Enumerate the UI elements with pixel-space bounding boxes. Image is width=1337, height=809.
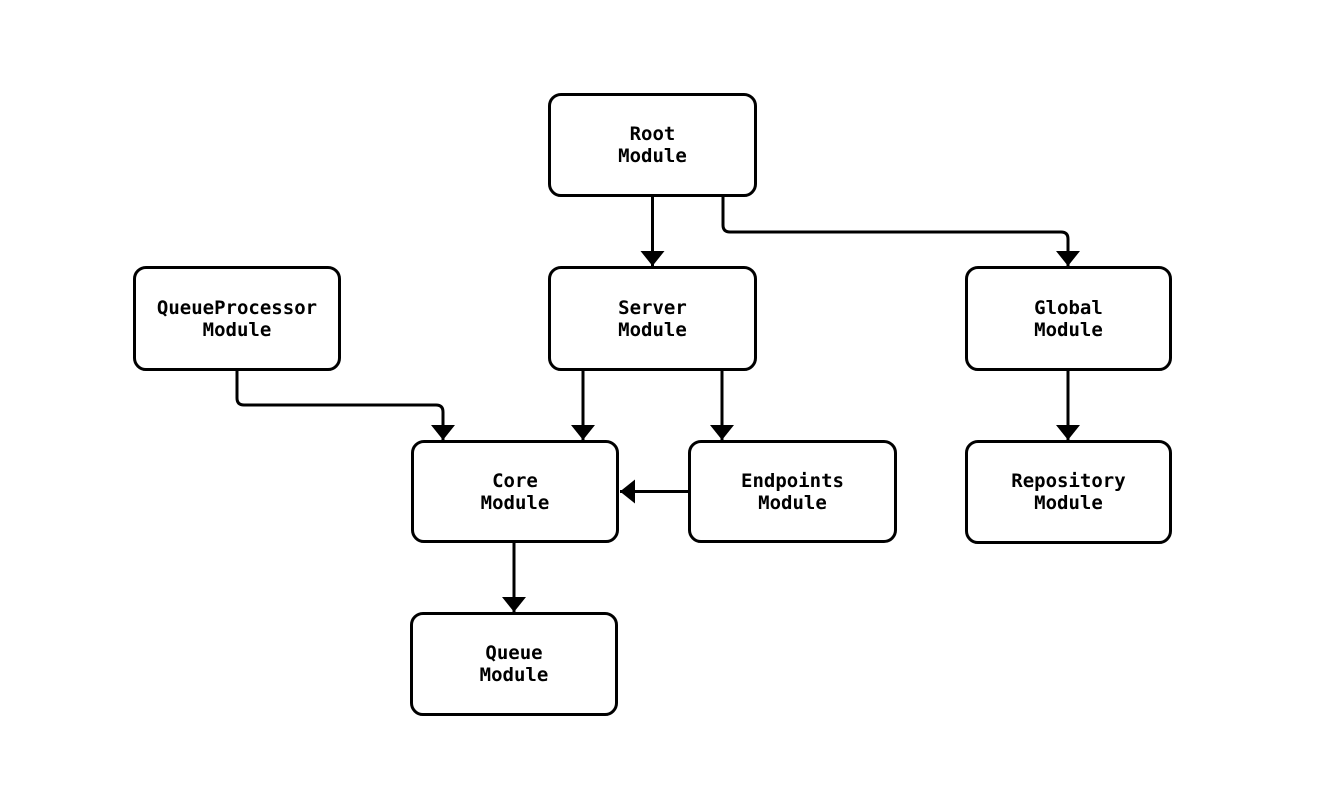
node-label: Root xyxy=(629,123,676,145)
node-core-module: Core Module xyxy=(411,440,619,543)
node-label: Module xyxy=(480,491,550,514)
node-label: Core xyxy=(492,469,538,492)
node-label: Module xyxy=(618,318,687,341)
node-repository-module: Repository Module xyxy=(965,440,1172,544)
node-label: Module xyxy=(1034,318,1103,341)
node-label: Module xyxy=(479,664,549,686)
edge-root-to-global xyxy=(721,197,1080,266)
node-server-module: Server Module xyxy=(548,266,757,371)
node-label: Module xyxy=(618,145,687,167)
node-label: Module xyxy=(202,318,272,341)
node-root-module: Root Module xyxy=(548,93,757,197)
node-endpoints-module: Endpoints Module xyxy=(688,440,897,543)
node-label: Module xyxy=(758,491,827,514)
node-queue-module: Queue Module xyxy=(410,612,618,716)
node-queueprocessor-module: QueueProcessor Module xyxy=(133,266,341,371)
node-label: QueueProcessor xyxy=(156,296,318,319)
node-label: Queue xyxy=(485,642,543,664)
node-label: Endpoints xyxy=(741,469,844,492)
edge-queueprocessor-to-core xyxy=(235,371,455,440)
node-label: Global xyxy=(1034,296,1103,319)
node-label: Module xyxy=(1034,492,1103,514)
node-label: Repository xyxy=(1011,470,1126,492)
node-label: Server xyxy=(618,296,687,319)
node-global-module: Global Module xyxy=(965,266,1172,371)
